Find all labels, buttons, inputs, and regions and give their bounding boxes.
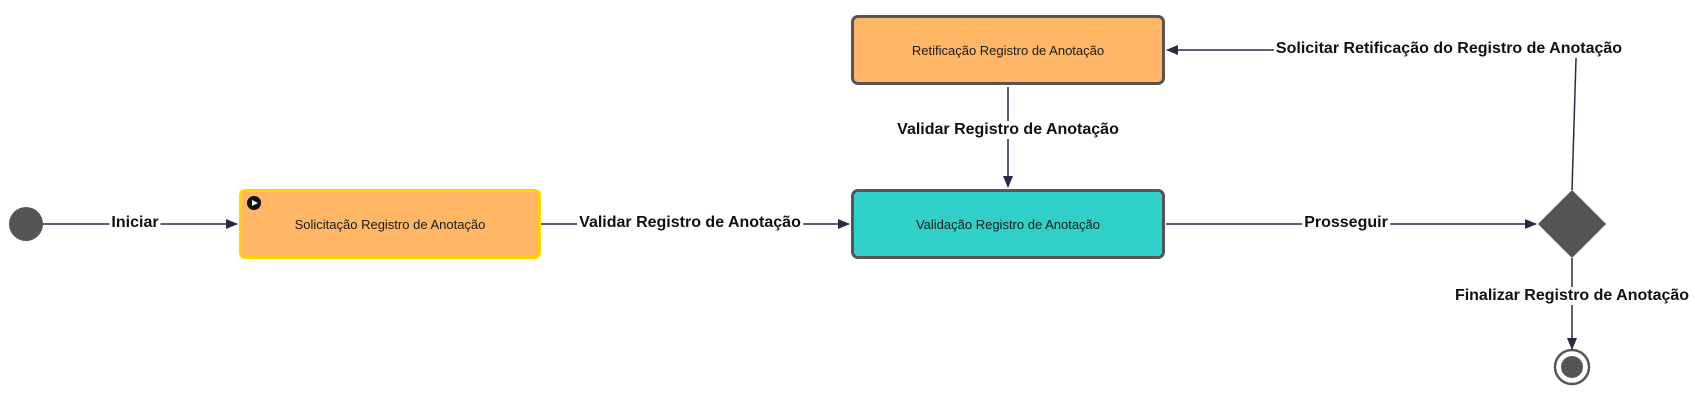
edge-label-validar-registro: Validar Registro de Anotação <box>577 214 803 232</box>
task-solicitacao-registro[interactable]: Solicitação Registro de Anotação <box>239 189 541 259</box>
edge-label-prosseguir: Prosseguir <box>1302 214 1390 232</box>
task-label: Retificação Registro de Anotação <box>911 42 1105 58</box>
edge-label-iniciar: Iniciar <box>109 214 161 232</box>
task-validacao-registro[interactable]: Validação Registro de Anotação <box>851 189 1165 259</box>
edge-label-solicitar-retificacao: Solicitar Retificação do Registro de Ano… <box>1273 40 1625 58</box>
edge-label-finalizar: Finalizar Registro de Anotação <box>1452 287 1692 305</box>
task-label: Solicitação Registro de Anotação <box>294 216 486 232</box>
task-label: Validação Registro de Anotação <box>915 216 1101 232</box>
end-node <box>1561 356 1583 378</box>
task-retificacao-registro[interactable]: Retificação Registro de Anotação <box>851 15 1165 85</box>
play-icon <box>247 196 261 210</box>
start-node <box>9 207 43 241</box>
decision-node <box>1538 190 1606 258</box>
edge-label-validar-registro-retificacao: Validar Registro de Anotação <box>895 121 1121 139</box>
edge-decision-to-retificacao <box>1166 45 1577 191</box>
